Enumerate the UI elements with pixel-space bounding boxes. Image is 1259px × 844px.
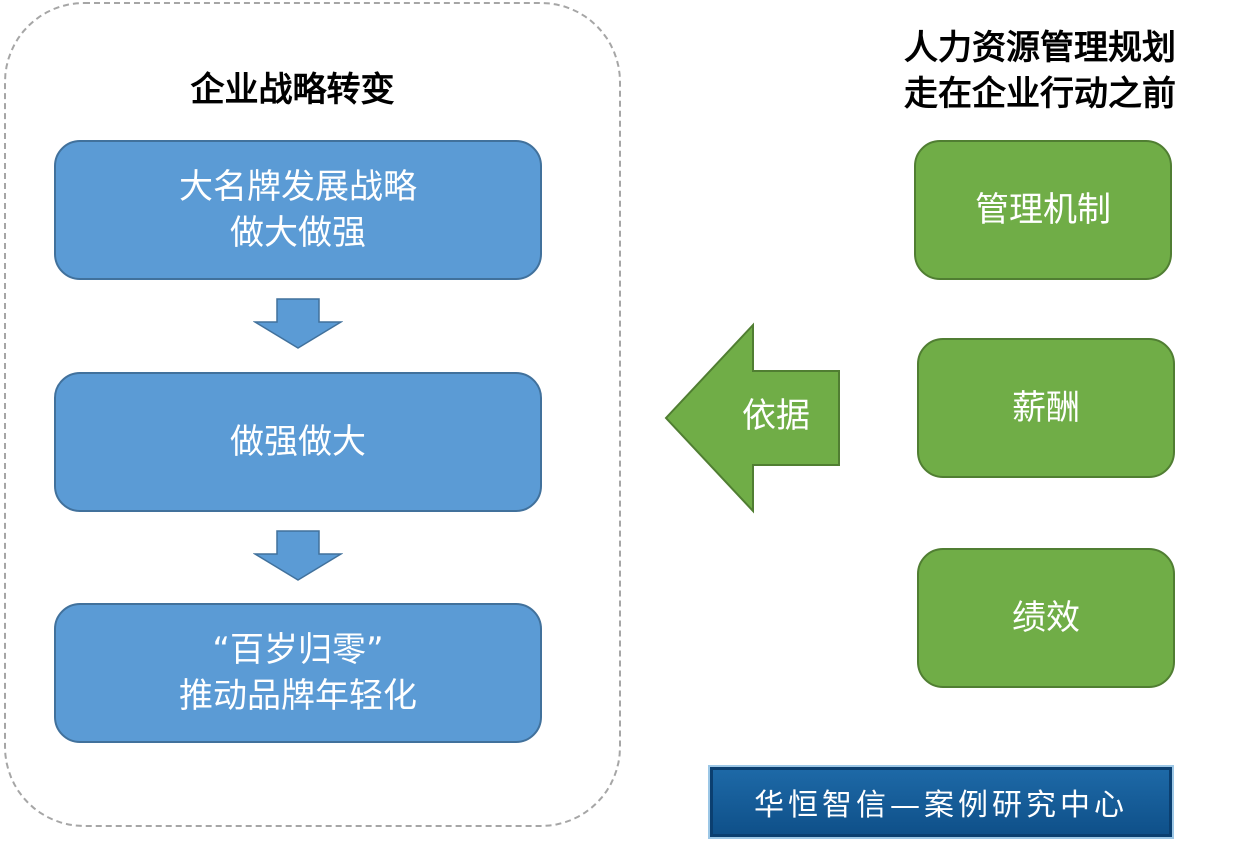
strategy-panel-title: 企业战略转变: [190, 70, 395, 110]
hr-item-compensation: 薪酬: [917, 338, 1175, 478]
strategy-step-1-line2: 做大做强: [230, 213, 366, 253]
left-arrow-connector: [664, 322, 840, 514]
strategy-step-2: 做强做大: [54, 372, 542, 512]
connector-label: 依据: [742, 396, 810, 436]
hr-item-management-mechanism: 管理机制: [914, 140, 1172, 280]
hr-item-label: 管理机制: [975, 190, 1111, 230]
strategy-step-1: 大名牌发展战略 做大做强: [54, 140, 542, 280]
footer-logo-text: 华恒智信—案例研究中心: [754, 788, 1128, 823]
hr-item-label: 薪酬: [1012, 388, 1080, 428]
down-arrow-1: [253, 298, 343, 349]
footer-logo-banner: 华恒智信—案例研究中心: [708, 765, 1174, 839]
strategy-panel-border: [4, 2, 621, 827]
hr-item-performance: 绩效: [917, 548, 1175, 688]
strategy-step-1-line1: 大名牌发展战略: [179, 167, 417, 207]
strategy-step-2-line1: 做强做大: [230, 422, 366, 462]
strategy-step-3-line2: 推动品牌年轻化: [179, 676, 417, 716]
hr-planning-title-line2: 走在企业行动之前: [904, 74, 1176, 114]
strategy-step-3: “百岁归零” 推动品牌年轻化: [54, 603, 542, 743]
hr-item-label: 绩效: [1012, 598, 1080, 638]
strategy-step-3-line1: “百岁归零”: [212, 630, 384, 670]
hr-planning-title-line1: 人力资源管理规划: [904, 28, 1176, 68]
down-arrow-2: [253, 530, 343, 581]
hr-planning-title: 人力资源管理规划 走在企业行动之前: [860, 25, 1220, 117]
